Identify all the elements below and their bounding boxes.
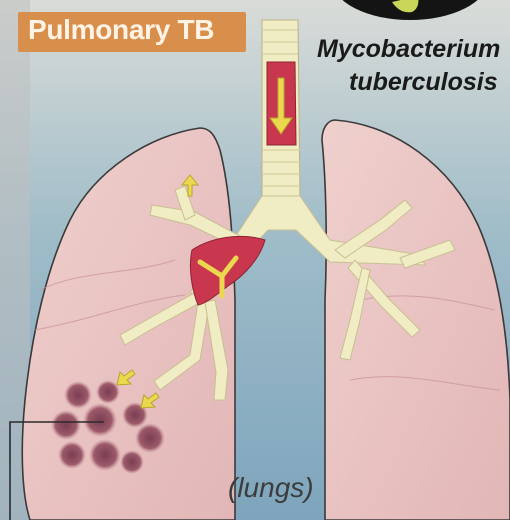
bacterium-name-line-2: tuberculosis [349, 68, 498, 97]
lungs-label: (lungs) [228, 472, 314, 504]
diagram-title: Pulmonary TB [28, 14, 214, 46]
bacterium-name-line-1: Mycobacterium [317, 35, 500, 64]
